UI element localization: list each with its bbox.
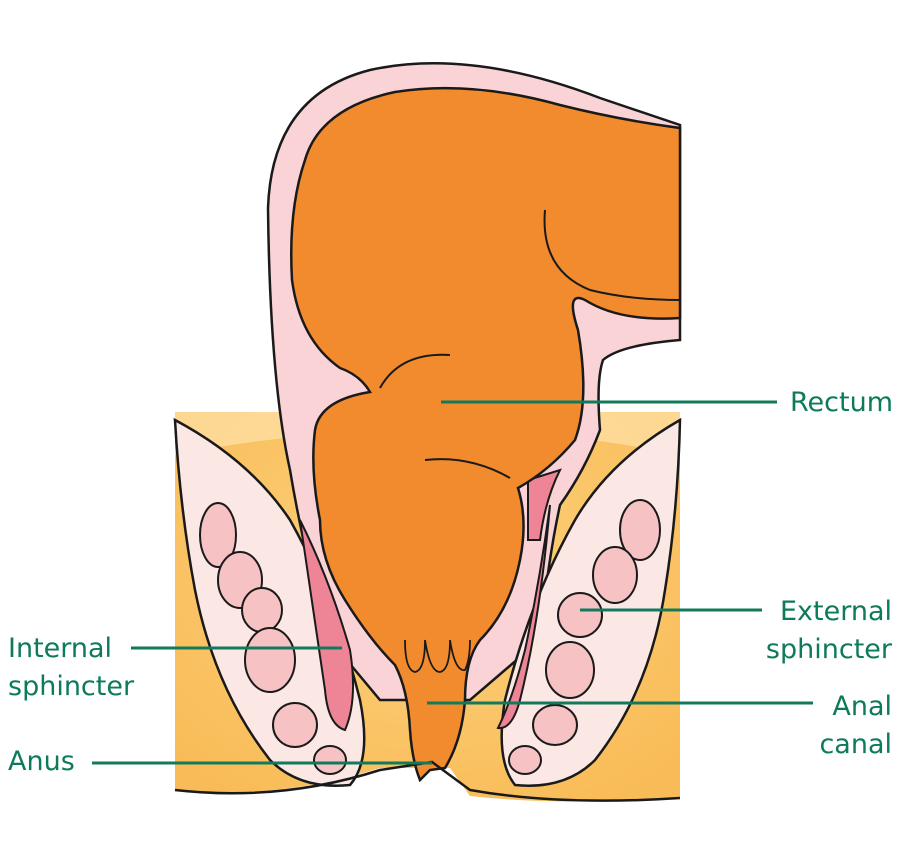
external-sphincter-right	[500, 417, 682, 787]
external-sphincter-left	[173, 417, 366, 787]
label-rectum: Rectum	[790, 387, 894, 418]
label-external-sphincter: External sphincter	[765, 596, 892, 665]
label-anal-canal: Anal canal	[819, 691, 892, 760]
label-anus: Anus	[8, 746, 75, 777]
label-internal-sphincter: Internal sphincter	[8, 633, 135, 702]
leader-lines	[92, 400, 813, 765]
rectum	[290, 86, 682, 783]
internal-sphincter	[299, 468, 562, 732]
